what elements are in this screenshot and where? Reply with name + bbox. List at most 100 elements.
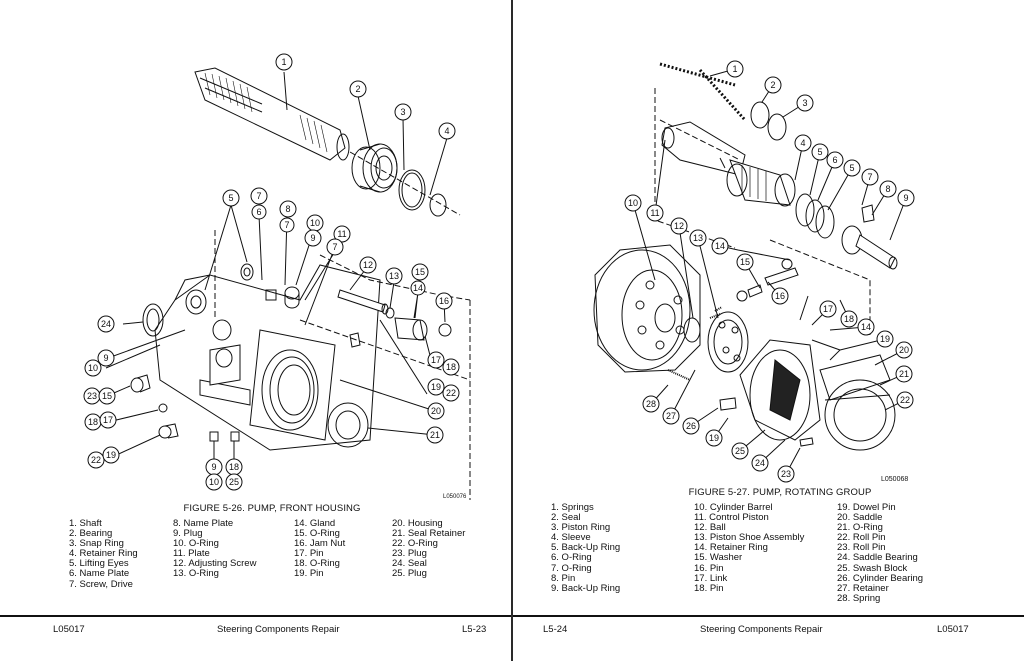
svg-text:8: 8 — [885, 184, 890, 194]
legend-item: 5. Back-Up Ring — [551, 542, 621, 554]
svg-text:24: 24 — [101, 319, 111, 329]
svg-text:18: 18 — [446, 362, 456, 372]
legend-item: 27. Retainer — [837, 582, 889, 594]
drawing-code: L050076 — [443, 494, 467, 500]
svg-text:22: 22 — [91, 455, 101, 465]
svg-text:9: 9 — [310, 233, 315, 243]
svg-text:11: 11 — [650, 208, 659, 218]
front-housing-illustration: 1 2 3 4 5 7 6 8 7 10 9 11 7 12 13 15 14 … — [83, 53, 471, 500]
legend-item: 19. Dowel Pin — [837, 502, 896, 513]
svg-text:19: 19 — [106, 450, 116, 460]
svg-text:20: 20 — [431, 406, 441, 416]
legend-item: 22. O-Ring — [392, 538, 438, 550]
footer-title: Steering Components Repair — [217, 624, 340, 635]
legend-item: 25. Swash Block — [837, 562, 908, 574]
legend-item: 15. Washer — [694, 552, 743, 564]
legend-item: 10. Cylinder Barrel — [694, 502, 773, 513]
svg-text:10: 10 — [310, 218, 320, 228]
svg-text:23: 23 — [87, 391, 97, 401]
legend-item: 12. Ball — [694, 522, 726, 534]
legend-item: 11. Plate — [173, 548, 210, 560]
rotating-group-callouts: 1 2 3 4 5 6 5 7 8 9 10 11 12 13 14 15 16… — [624, 60, 915, 483]
svg-text:14: 14 — [861, 322, 871, 332]
parts-legend: 1. Springs 2. Seal 3. Piston Ring 4. Sle… — [551, 502, 971, 603]
svg-text:17: 17 — [103, 415, 113, 425]
legend-item: 24. Saddle Bearing — [837, 552, 918, 564]
legend-item: 16. Jam Nut — [294, 538, 346, 550]
legend-item: 6. O-Ring — [551, 552, 592, 564]
svg-text:16: 16 — [775, 291, 785, 301]
svg-text:9: 9 — [103, 353, 108, 363]
legend-item: 14. Retainer Ring — [694, 542, 768, 554]
legend-item: 12. Adjusting Screw — [173, 558, 257, 570]
legend-item: 9. Back-Up Ring — [551, 582, 621, 594]
svg-text:12: 12 — [674, 221, 684, 231]
svg-text:16: 16 — [439, 296, 449, 306]
legend-item: 18. Pin — [694, 582, 724, 594]
svg-text:26: 26 — [686, 421, 696, 431]
legend-item: 9. Plug — [173, 528, 203, 540]
svg-text:5: 5 — [228, 193, 233, 203]
footer-rule — [0, 615, 511, 617]
legend-item: 21. Seal Retainer — [392, 528, 466, 540]
svg-text:14: 14 — [715, 241, 725, 251]
legend-item: 1. Springs — [551, 502, 594, 513]
legend-item: 20. Saddle — [837, 512, 883, 524]
svg-text:3: 3 — [802, 98, 807, 108]
legend-item: 19. Pin — [294, 568, 324, 580]
svg-text:19: 19 — [431, 382, 441, 392]
svg-text:14: 14 — [413, 283, 423, 293]
legend-item: 25. Plug — [392, 568, 427, 580]
svg-text:7: 7 — [284, 220, 289, 230]
legend-column: 14. Gland 15. O-Ring 16. Jam Nut 17. Pin… — [294, 518, 346, 580]
legend-item: 26. Cylinder Bearing — [837, 572, 924, 584]
footer-doc-number: L05017 — [53, 624, 85, 635]
parts-legend: 1. Shaft 2. Bearing 3. Snap Ring 4. Reta… — [69, 518, 489, 594]
legend-item: 4. Sleeve — [551, 532, 591, 544]
legend-item: 7. Screw, Drive — [69, 578, 133, 590]
footer-rule — [513, 615, 1024, 617]
legend-item: 14. Gland — [294, 518, 336, 529]
svg-text:24: 24 — [755, 458, 765, 468]
legend-column: 10. Cylinder Barrel 11. Control Piston 1… — [694, 502, 804, 594]
legend-item: 3. Piston Ring — [551, 522, 611, 534]
svg-text:10: 10 — [88, 363, 98, 373]
svg-text:18: 18 — [229, 462, 239, 472]
svg-text:22: 22 — [900, 395, 910, 405]
svg-text:18: 18 — [844, 314, 854, 324]
svg-text:23: 23 — [781, 469, 791, 479]
svg-text:5: 5 — [849, 163, 854, 173]
rotating-group-illustration: 1 2 3 4 5 6 5 7 8 9 10 11 12 13 14 15 16… — [593, 60, 915, 483]
legend-item: 23. Roll Pin — [837, 542, 886, 554]
legend-item: 18. O-Ring — [294, 558, 340, 570]
legend-item: 23. Plug — [392, 548, 427, 560]
legend-column: 20. Housing 21. Seal Retainer 22. O-Ring… — [392, 518, 466, 580]
svg-text:15: 15 — [415, 267, 425, 277]
footer-title: Steering Components Repair — [700, 624, 823, 635]
svg-text:15: 15 — [102, 391, 112, 401]
footer-doc-number: L05017 — [937, 624, 969, 635]
svg-text:10: 10 — [209, 477, 219, 487]
legend-item: 2. Seal — [551, 512, 581, 524]
svg-text:17: 17 — [431, 355, 441, 365]
callout-label: 1 — [281, 57, 286, 67]
legend-column: 1. Springs 2. Seal 3. Piston Ring 4. Sle… — [551, 502, 621, 594]
legend-item: 6. Name Plate — [69, 568, 130, 580]
legend-item: 3. Snap Ring — [69, 538, 124, 550]
drawing-code: L050068 — [881, 476, 909, 483]
svg-text:28: 28 — [646, 399, 656, 409]
svg-text:21: 21 — [899, 369, 909, 379]
page-gutter — [510, 0, 513, 661]
legend-item: 7. O-Ring — [551, 562, 592, 574]
svg-text:10: 10 — [628, 198, 638, 208]
figure-caption: FIGURE 5-27. PUMP, ROTATING GROUP — [688, 487, 872, 498]
figure-caption: FIGURE 5-26. PUMP, FRONT HOUSING — [183, 503, 361, 514]
legend-item: 8. Pin — [551, 572, 576, 584]
legend-column: 8. Name Plate 9. Plug 10. O-Ring 11. Pla… — [173, 518, 257, 580]
svg-text:7: 7 — [867, 172, 872, 182]
svg-text:2: 2 — [355, 84, 360, 94]
svg-text:7: 7 — [332, 242, 337, 252]
legend-item: 8. Name Plate — [173, 518, 234, 529]
svg-text:19: 19 — [709, 433, 719, 443]
svg-text:8: 8 — [285, 204, 290, 214]
